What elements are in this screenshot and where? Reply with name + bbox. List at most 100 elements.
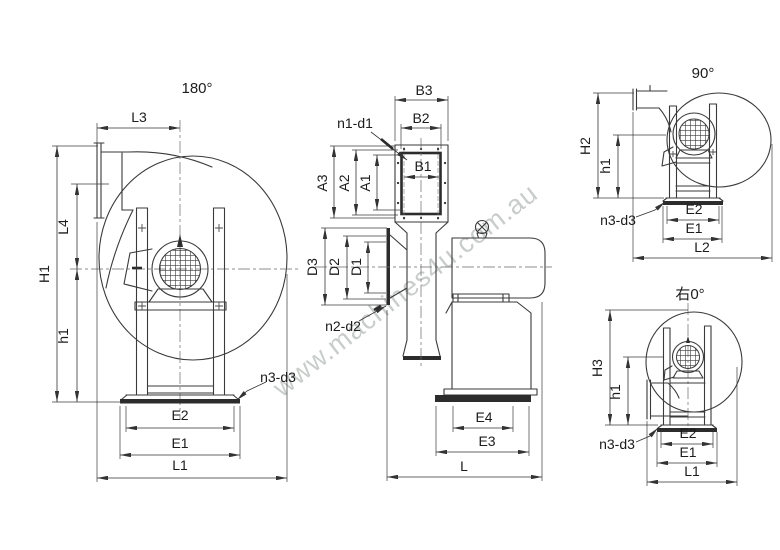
callout-label-n3d3: n3-d3 — [599, 436, 635, 452]
dim-label-D2: D2 — [326, 258, 342, 276]
motor-grille — [676, 345, 700, 369]
extension-lines — [52, 123, 288, 482]
braces — [675, 162, 711, 192]
pedestal-body — [445, 301, 532, 390]
extension-lines — [593, 92, 773, 262]
dim-label-E2: E2 — [171, 407, 188, 423]
motor-0 — [663, 336, 705, 381]
motor-outline — [672, 112, 716, 156]
dim-label-L4: L4 — [55, 219, 71, 235]
leader-n1d1-tick — [380, 138, 394, 150]
view-180-title: 180° — [181, 80, 212, 97]
leader-n2d2 — [358, 305, 387, 322]
dim-label-B3: B3 — [415, 82, 432, 98]
view-180: 180° — [36, 80, 299, 482]
duct-outline — [632, 84, 668, 111]
flange-outer — [394, 144, 449, 223]
outlet-duct-0 — [646, 379, 689, 420]
legs — [668, 103, 718, 199]
dim-label-D1: D1 — [348, 258, 364, 276]
dim-label-H1: H1 — [36, 265, 52, 283]
motor-side — [451, 219, 546, 303]
base-plate — [657, 428, 717, 432]
dim-label-E1: E1 — [685, 220, 702, 236]
view-0: 右0° H3 h1 — [589, 286, 743, 486]
motor-180 — [123, 234, 227, 311]
support-stand-90 — [662, 103, 724, 205]
scroll-top-edge — [100, 151, 213, 168]
base-top — [662, 197, 724, 202]
motor-bracket-wedge — [123, 248, 153, 292]
motor-grille — [158, 247, 202, 291]
dim-label-B1: B1 — [414, 158, 431, 174]
leader-n2d2-tick — [373, 304, 382, 312]
casing-side — [394, 221, 449, 360]
extension-lines — [321, 96, 543, 481]
eyebolt-base — [476, 222, 488, 239]
callout-label-n3d3: n3-d3 — [600, 212, 636, 228]
dim-label-A2: A2 — [336, 174, 352, 191]
fan-scroll-90 — [658, 92, 772, 188]
outlet-duct-90 — [632, 84, 668, 111]
outlet-duct-180 — [93, 142, 123, 219]
leader-n3d3 — [635, 427, 659, 443]
pedestal-flange — [443, 388, 538, 396]
extension-lines — [605, 309, 738, 486]
bolt-plus-marks — [670, 149, 716, 157]
motor-body — [451, 237, 546, 299]
view-side: B3 B2 B1 n1-d1 A3 A2 A1 D3 D2 D1 n2-d2 E… — [304, 82, 552, 481]
bolt-centerlines — [403, 147, 439, 220]
watermark-text: www.machines4u.com.au — [266, 178, 543, 404]
view-90: 90° H2 h — [577, 65, 773, 262]
duct-outline — [646, 379, 689, 420]
braces — [669, 382, 706, 418]
callout-label-n3d3: n3-d3 — [260, 369, 296, 385]
dim-label-B2: B2 — [412, 110, 429, 126]
dim-label-E1: E1 — [171, 435, 188, 451]
dim-label-L2: L2 — [694, 239, 710, 255]
motor-grille — [678, 118, 710, 150]
leader-n3d3 — [635, 201, 666, 218]
inlet-flange — [386, 228, 390, 305]
motor-base-bar — [134, 301, 227, 311]
legs — [135, 207, 226, 396]
motor-top-key — [177, 234, 183, 247]
lower-brace — [147, 385, 214, 394]
scroll-cusp-curve — [105, 209, 134, 289]
motor-bracket-wedge — [663, 365, 675, 381]
dim-label-L1: L1 — [684, 463, 700, 479]
casing-bottom-bar — [403, 356, 441, 360]
inlet-cone — [389, 234, 408, 299]
motor-base-trapezoid — [672, 370, 704, 379]
dim-label-H3: H3 — [589, 359, 605, 377]
motor-base-trapezoid — [148, 288, 213, 303]
callout-label-n2d2: n2-d2 — [325, 318, 361, 334]
scroll-cusp-curve — [658, 107, 672, 133]
view-90-title: 90° — [692, 65, 715, 82]
legs — [662, 325, 712, 426]
dim-label-h1: h1 — [607, 384, 623, 400]
base-plate-side — [435, 395, 531, 402]
dim-label-E4: E4 — [475, 409, 492, 425]
pedestal-side — [435, 301, 538, 402]
motor-90 — [661, 112, 716, 167]
dim-label-L1: L1 — [172, 457, 188, 473]
bolt-plus-marks — [138, 224, 223, 310]
scroll-outline — [98, 155, 288, 361]
scroll-outline — [666, 92, 772, 188]
base-plate — [120, 399, 240, 404]
fan-scroll-180 — [98, 151, 288, 361]
leader-n3d3 — [236, 381, 267, 401]
duct-outline — [93, 142, 123, 219]
base-plate — [663, 201, 723, 205]
dim-label-L3: L3 — [131, 109, 147, 125]
support-stand-0 — [657, 325, 717, 432]
dimensions-180: L3 H1 L4 h1 E2 E1 L1 n3-d3 — [36, 109, 296, 482]
dimensions-0: H3 h1 E2 E1 L1 n3-d3 — [589, 309, 738, 486]
support-stand-180 — [120, 207, 240, 404]
dim-label-H2: H2 — [577, 137, 593, 155]
dim-label-E1: E1 — [679, 444, 696, 460]
dimensions-90: H2 h1 E2 E1 L2 n3-d3 — [577, 92, 773, 262]
